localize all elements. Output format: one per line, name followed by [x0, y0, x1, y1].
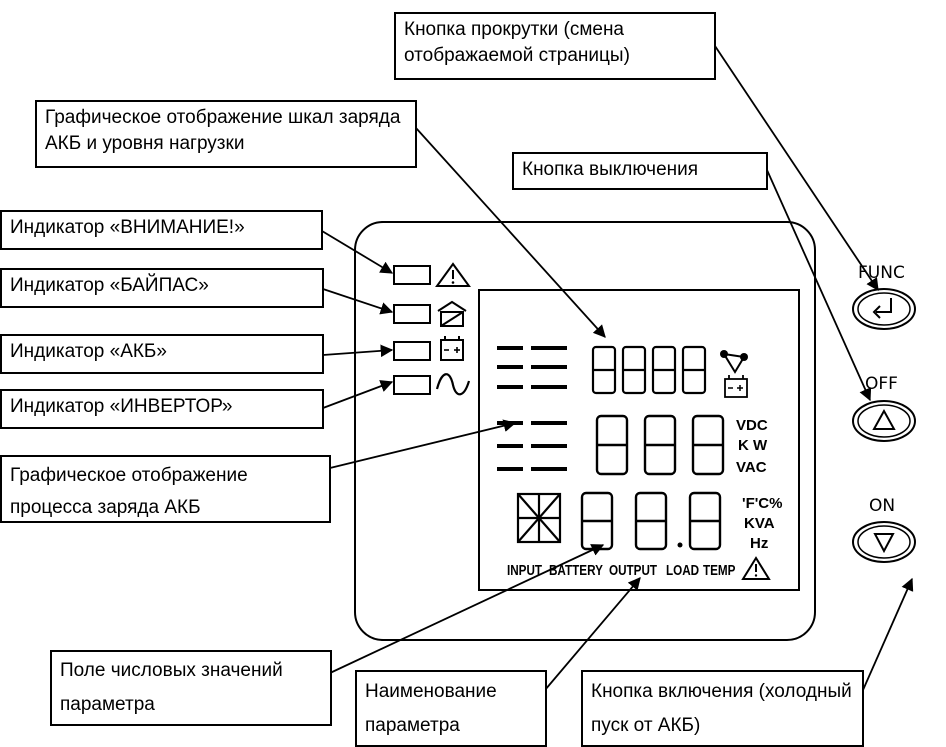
led-bypass: [393, 304, 431, 324]
alpha-segment-char: [516, 492, 562, 544]
callout-graphic-scales: Графическое отображение шкал заряда АКБ …: [35, 100, 417, 168]
unit-kw: K W: [738, 437, 768, 454]
func-button[interactable]: [852, 288, 916, 330]
bypass-icon: [437, 300, 467, 327]
value-digits-row2: [595, 414, 725, 476]
triangle-down-icon: [873, 533, 895, 554]
func-button-label: FUNC: [858, 263, 905, 283]
lcd-battery-icon: [724, 375, 748, 398]
callout-warning: Индикатор «ВНИМАНИЕ!»: [0, 210, 323, 250]
callout-inverter: Индикатор «ИНВЕРТОР»: [0, 389, 324, 429]
led-inverter: [393, 375, 431, 395]
callout-param-name: Наименование параметра: [355, 670, 547, 747]
off-button-label: OFF: [865, 374, 898, 394]
unit-hz: Hz: [750, 535, 768, 552]
callout-bypass: Индикатор «БАЙПАС»: [0, 268, 324, 308]
callout-scroll-button: Кнопка прокрутки (смена отображаемой стр…: [394, 12, 716, 80]
value-digits-row3: [580, 491, 722, 551]
lcd-label-battery: BATTERY: [549, 562, 603, 579]
load-bargraph-digits: [591, 345, 707, 395]
callout-on-button: Кнопка включения (холодный пуск от АКБ): [581, 670, 864, 747]
on-button-label: ON: [869, 496, 896, 516]
enter-icon: [872, 298, 892, 319]
lcd-label-output: OUTPUT: [609, 562, 658, 579]
unit-temp-percent: 'F'C%: [742, 495, 782, 512]
lcd-warning-icon: [741, 556, 771, 580]
lcd-label-load: LOAD: [666, 562, 699, 579]
callout-numeric-field: Поле числовых значений параметра: [50, 650, 332, 726]
callout-charge-process: Графическое отображение процесса заряда …: [0, 455, 331, 523]
warning-icon: [435, 262, 471, 287]
on-button[interactable]: [852, 521, 916, 563]
unit-vdc: VDC: [736, 417, 768, 434]
callout-off-button: Кнопка выключения: [512, 152, 768, 190]
charge-process-bars: [497, 421, 567, 471]
off-button[interactable]: [852, 400, 916, 442]
inverter-sine-icon: [435, 373, 471, 396]
led-warning: [393, 265, 431, 285]
fan-icon: [720, 350, 748, 374]
lcd-label-temp: TEMP: [703, 562, 736, 579]
unit-vac: VAC: [736, 459, 767, 476]
battery-level-bars: [497, 346, 567, 389]
callout-battery: Индикатор «АКБ»: [0, 334, 324, 374]
battery-icon: [440, 336, 464, 361]
unit-kva: KVA: [744, 515, 775, 532]
led-battery: [393, 341, 431, 361]
lcd-label-input: INPUT: [507, 562, 543, 579]
triangle-up-icon: [872, 408, 896, 430]
